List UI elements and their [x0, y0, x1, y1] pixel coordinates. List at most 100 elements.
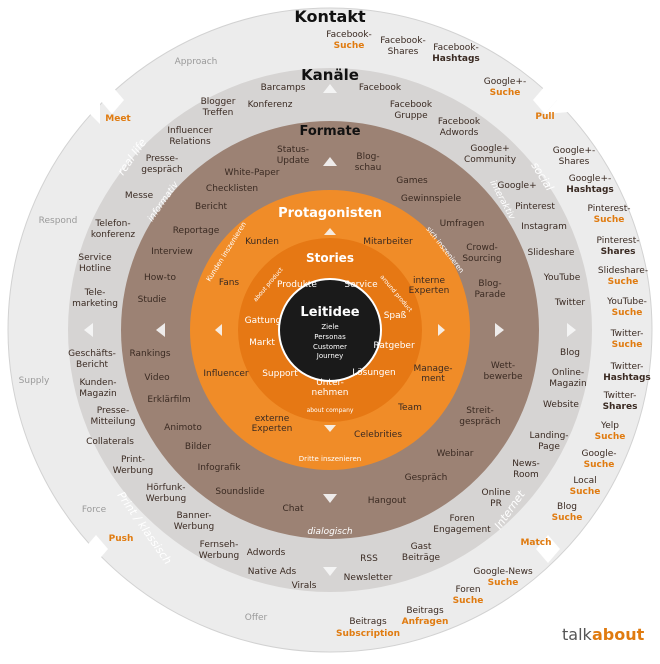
formate-items: Status- Update Blog- schau White-Paper C… [129, 145, 523, 514]
format-item: Animoto [164, 423, 202, 433]
contact-item: Slideshare- [598, 266, 648, 276]
format-item: Studie [138, 295, 167, 305]
protagonist-item: externe [255, 414, 290, 424]
channel-item: Slideshare [528, 248, 575, 258]
channel-item: Blogger [201, 97, 236, 107]
story-item: Produkte [277, 280, 317, 290]
contact-item: Facebook- [433, 43, 479, 53]
format-item: schau [355, 163, 382, 173]
channel-item: Tele- [84, 288, 106, 298]
contact-item: Hashtags [566, 185, 614, 195]
channel-item: Instagram [521, 222, 567, 232]
contact-item: Shares [559, 157, 590, 167]
contact-item: Suche [490, 88, 521, 98]
format-item: Status- [277, 145, 309, 155]
format-item: Sourcing [462, 254, 501, 264]
channel-item: Presse- [146, 154, 178, 164]
channel-item: Facebook [359, 83, 402, 93]
channel-item: Online- [552, 368, 584, 378]
arrow-up-icon [323, 157, 337, 166]
core-ziele: Ziele [321, 323, 338, 331]
protagonist-item: Fans [219, 278, 240, 288]
contact-item: Google+- [484, 77, 527, 87]
story-item: Service [344, 280, 378, 290]
label-force: Force [82, 505, 107, 515]
format-item: Crowd- [466, 243, 498, 253]
badge-match: Match [520, 535, 560, 563]
contact-item: Beitrags [406, 606, 444, 616]
channel-item: Page [538, 442, 560, 452]
story-item: Spaß [384, 311, 407, 321]
channel-item: Facebook [438, 117, 481, 127]
story-item: nehmen [312, 388, 349, 398]
channel-item: Mitteilung [91, 417, 136, 427]
contact-item: Blog [557, 502, 577, 512]
channel-item: Telefon- [94, 219, 130, 229]
channel-item: Print- [121, 455, 145, 465]
protagonisten-items: Kunden Mitarbeiter Fans interne Experten… [203, 237, 452, 440]
protagonist-item: Celebrities [354, 430, 402, 440]
meet-label: Meet [105, 114, 131, 124]
protagonist-item: Mitarbeiter [363, 237, 413, 247]
channel-item: Treffen [202, 108, 234, 118]
arrow-left-icon [215, 324, 222, 336]
arc-about-company: about company [307, 407, 354, 414]
format-item: Interview [151, 247, 193, 257]
format-item: Games [396, 176, 428, 186]
channel-item: Kunden- [79, 378, 116, 388]
format-item: Rankings [129, 349, 170, 359]
format-item: Update [277, 156, 310, 166]
format-item: Checklisten [206, 184, 258, 194]
contact-item: Google+- [569, 174, 612, 184]
channel-item: Newsletter [344, 573, 393, 583]
story-item: Gattung [245, 316, 282, 326]
arrow-right-icon [567, 323, 576, 337]
protagonist-item: Manage- [414, 364, 453, 374]
channel-item: Banner- [176, 511, 211, 521]
badge-meet: Meet [88, 86, 131, 124]
arrow-down-icon [323, 494, 337, 503]
leitidee-core [278, 278, 382, 382]
format-item: Reportage [173, 226, 220, 236]
channel-item: Magazin [549, 379, 586, 389]
channel-item: Collaterals [86, 437, 134, 447]
arc-dialogisch: dialogisch [307, 527, 353, 537]
channel-item: marketing [72, 299, 118, 309]
protagonist-item: Influencer [203, 369, 248, 379]
channel-item: gespräch [141, 165, 183, 175]
format-item: Chat [282, 504, 304, 514]
channel-item: PR [490, 499, 502, 509]
channel-item: Relations [169, 137, 211, 147]
protagonist-item: Experten [252, 424, 293, 434]
contact-item: Yelp [600, 421, 619, 431]
contact-item: Suche [570, 487, 601, 497]
contact-item: Subscription [336, 629, 400, 639]
arrow-right-icon [495, 323, 504, 337]
protagonist-item: Team [397, 403, 422, 413]
contact-item: Google- [582, 449, 617, 459]
format-item: White-Paper [225, 168, 280, 178]
channel-item: Influencer [167, 126, 212, 136]
channel-item: Pinterest [515, 202, 555, 212]
contact-item: Suche [594, 215, 625, 225]
channel-item: Gast [411, 542, 432, 552]
channel-item: Fernseh- [200, 540, 239, 550]
format-item: Blog- [478, 279, 501, 289]
arrow-left-icon [84, 323, 93, 337]
contact-item: Hashtags [603, 373, 651, 383]
arrow-down-icon [323, 567, 337, 576]
contact-item: Twitter- [610, 362, 644, 372]
push-label: Push [109, 534, 134, 544]
channel-item: YouTube [543, 273, 581, 283]
channel-item: Konferenz [248, 100, 293, 110]
contact-item: Suche [488, 578, 519, 588]
core-personas: Personas [314, 333, 346, 341]
format-item: Erklärfilm [147, 395, 190, 405]
contact-item: Twitter- [610, 329, 644, 339]
contact-item: Google-News [473, 567, 533, 577]
channel-item: Website [543, 400, 579, 410]
stories-items: Produkte Service Gattung Spaß Markt Ratg… [245, 280, 415, 398]
contact-item: Google+- [553, 146, 596, 156]
channel-item: Google+ [497, 181, 536, 191]
